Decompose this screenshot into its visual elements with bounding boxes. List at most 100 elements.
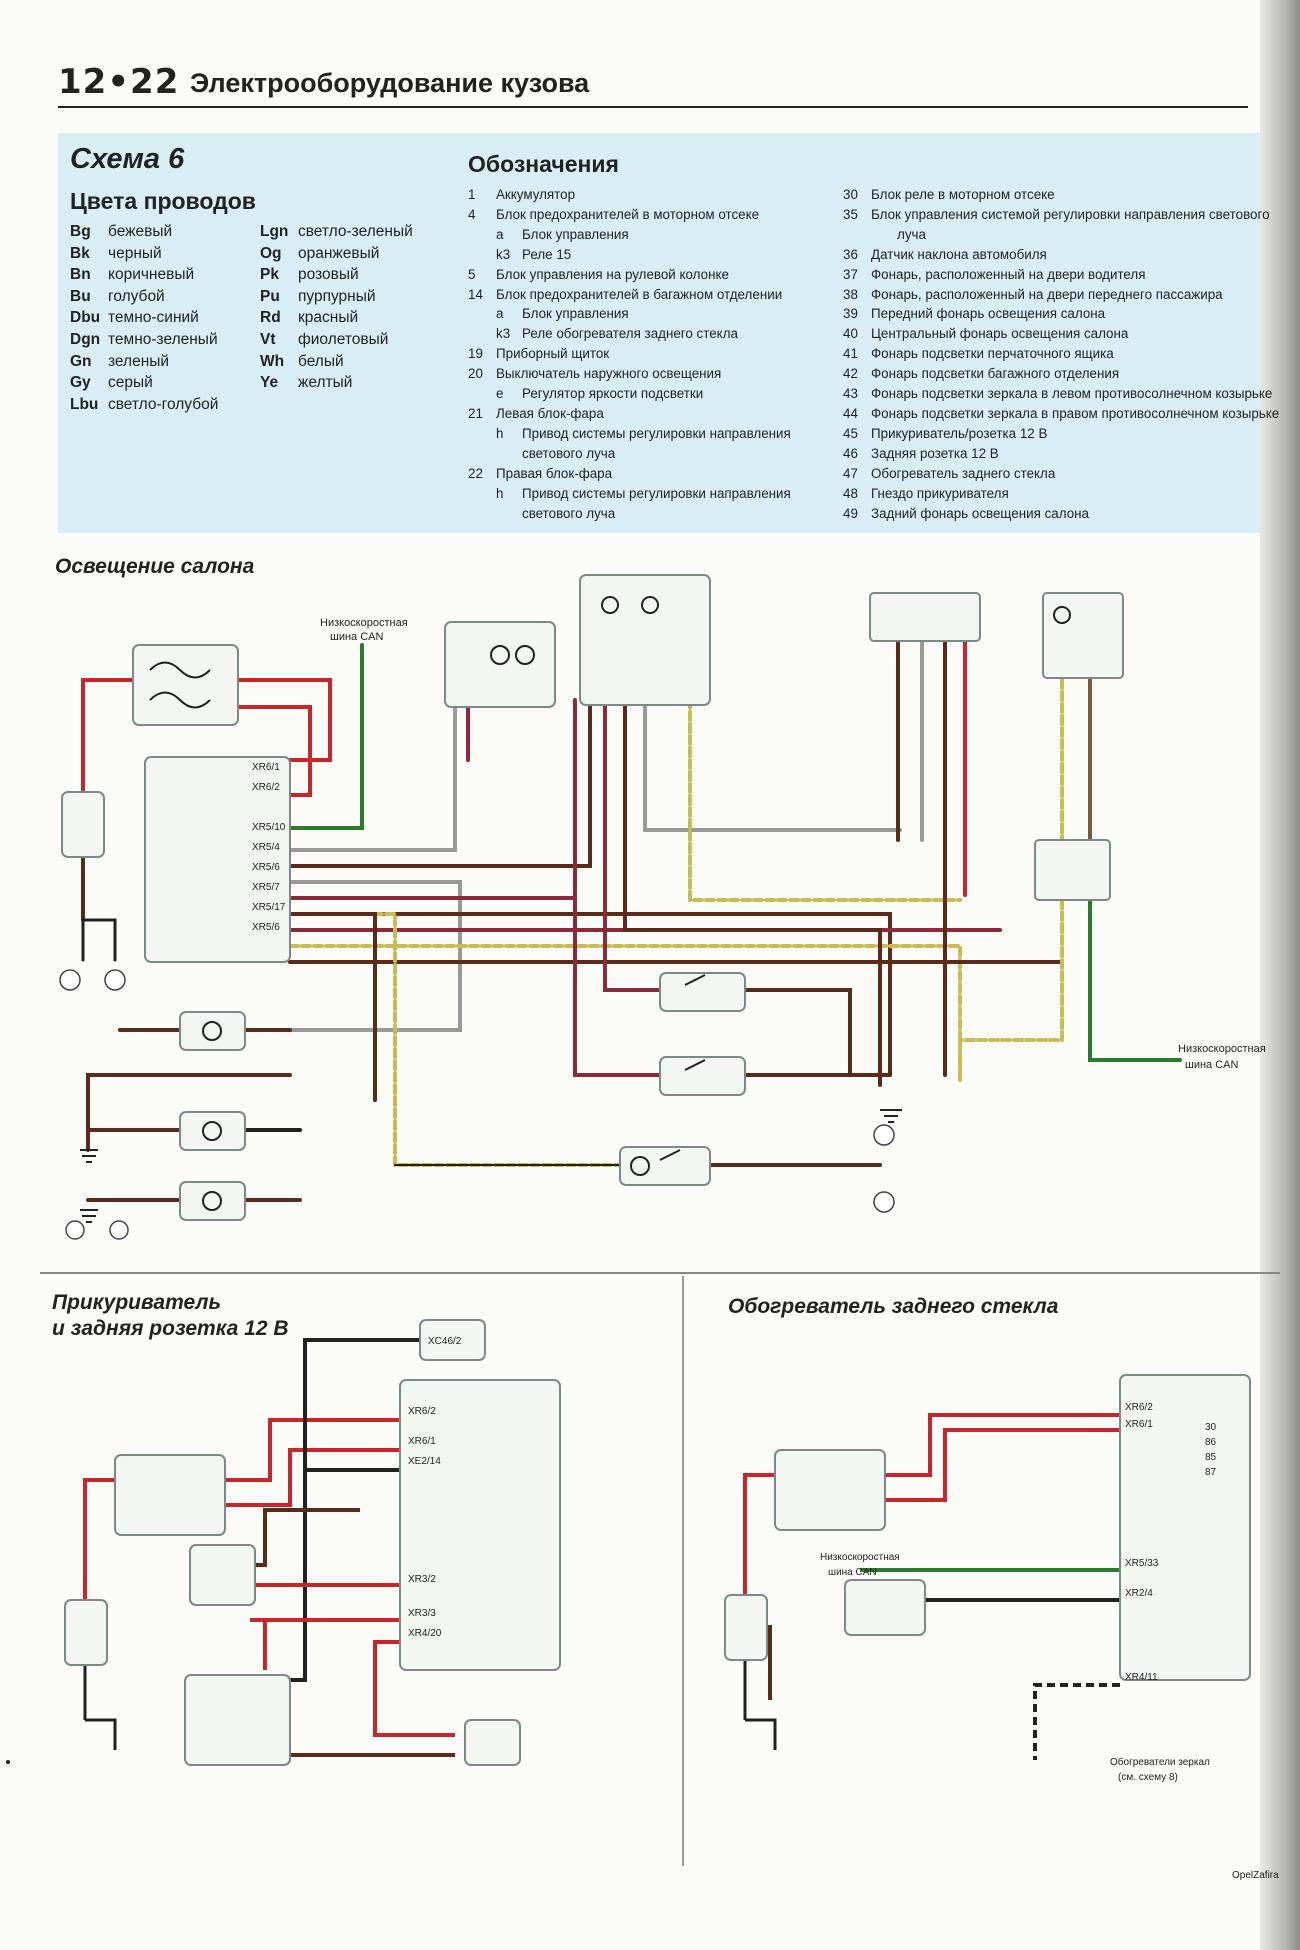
wire-color-name: темно-синий [108, 309, 199, 327]
legend-item-number: 20 [468, 366, 483, 382]
legend-item-text: Привод системы регулировки направления [522, 425, 791, 441]
section-divider-vertical [682, 1276, 684, 1866]
legend-item-text: светового луча [522, 445, 616, 461]
wire-color-code: Bu [70, 287, 91, 305]
legend-item: a Блок управления [468, 225, 791, 245]
legend-item: светового луча [468, 444, 791, 464]
connector-pin-label: XR5/4 [252, 842, 280, 853]
legend-item: e Регулятор яркости подсветки [468, 384, 791, 404]
legend-item-text: Фонарь подсветки зеркала в правом против… [871, 405, 1280, 421]
wire-color-code: Bk [70, 244, 90, 262]
legend-item-number: 42 [843, 366, 858, 382]
wire-color-name: темно-зеленый [108, 330, 218, 348]
legend-item-text: Фонарь, расположенный на двери водителя [871, 266, 1146, 282]
legend-item-text: Регулятор яркости подсветки [522, 386, 704, 402]
legend-item: светового луча [468, 504, 791, 524]
wire-color-name: розовый [298, 266, 359, 284]
legend-item-text: Фонарь, расположенный на двери переднего… [871, 286, 1223, 302]
wire-color-name: пурпурный [298, 287, 376, 305]
legend-item-text: Аккумулятор [496, 187, 576, 202]
connector-pin-label: XR3/2 [408, 1574, 436, 1585]
legend-item-text: Фонарь подсветки перчаточного ящика [871, 346, 1114, 362]
connector-pin-label: XR6/2 [408, 1406, 436, 1417]
connector-pin-label: XR6/2 [1125, 1402, 1153, 1413]
wire-color-code: Dgn [70, 330, 101, 348]
wire-color-name: серый [108, 374, 153, 392]
legend-title: Обозначения [468, 151, 619, 177]
wire-colors-title: Цвета проводов [70, 188, 256, 214]
legend-item-text: Блок управления системой регулировки нап… [871, 206, 1270, 222]
footer-label: OpelZafira [1232, 1870, 1279, 1881]
wire-color-code: Rd [260, 309, 281, 327]
mirror-heater-label-1: Обогреватели зеркал [1110, 1756, 1210, 1768]
wire-color-row: Dbu темно-синий [70, 307, 218, 329]
legend-item-number: k3 [496, 246, 511, 262]
wire-color-code: Bn [70, 266, 91, 284]
print-dot [6, 1760, 10, 1764]
relay-pin-label: 30 [1205, 1422, 1217, 1433]
legend-item-number: 45 [843, 425, 858, 441]
legend-item-text: Блок предохранителей в багажном отделени… [496, 286, 783, 302]
legend-item-number: 40 [843, 326, 858, 342]
legend-item-text: Блок предохранителей в моторном отсеке [496, 206, 760, 222]
can-label-1: Низкоскоростная [320, 617, 408, 629]
can-label-right-1: Низкоскоростная [1178, 1043, 1266, 1055]
legend-item-text: Блок управления [522, 306, 629, 322]
wire-color-code: Gy [70, 374, 91, 392]
mirror-heater-label-2: (см. схему 8) [1118, 1772, 1178, 1783]
connector-pin-label: XR4/11 [1125, 1672, 1158, 1683]
can-label-2: шина CAN [330, 631, 383, 643]
legend-item-number: a [496, 226, 504, 242]
can-label-heater-1: Низкоскоростная [820, 1552, 900, 1563]
legend-item-text: светового луча [522, 505, 616, 521]
wire-color-name: черный [108, 244, 162, 262]
connector-pin-label: XR5/10 [252, 822, 286, 833]
legend-item-text: Задняя розетка 12 В [871, 445, 999, 461]
wire-color-name: светло-зеленый [298, 223, 413, 240]
legend-item: 37 Фонарь, расположенный на двери водител… [843, 265, 1279, 285]
page-edge [1260, 0, 1300, 1950]
wire-color-row: Bk черный [70, 243, 218, 265]
connector-pin-label: XR5/7 [252, 882, 280, 893]
relay-pin-label: 87 [1205, 1467, 1217, 1478]
legend-item-text: Реле обогревателя заднего стекла [522, 326, 738, 342]
legend-item-text: Привод системы регулировки направления [522, 485, 791, 501]
connector-pin-label: XR5/17 [252, 902, 286, 913]
wire-color-code: Bg [70, 223, 91, 240]
legend-item-number: 43 [843, 386, 858, 402]
connector-pin-label: XR6/1 [1125, 1419, 1153, 1430]
legend-item-number: e [496, 386, 504, 402]
connector-pin-label: XR5/33 [1125, 1558, 1159, 1569]
wire-color-name: коричневый [108, 266, 195, 284]
legend-item-text: Блок управления на рулевой колонке [496, 266, 729, 282]
legend-item-text: Прикуриватель/розетка 12 В [871, 425, 1048, 441]
legend-item: луча [843, 225, 1279, 245]
legend-item-number: 37 [843, 266, 858, 282]
legend-item-text: Блок управления [522, 226, 629, 242]
connector-pin-label: XR2/4 [1125, 1588, 1153, 1599]
legend-item-text: Фонарь подсветки багажного отделения [871, 366, 1120, 382]
wire-color-code: Dbu [70, 309, 101, 327]
wire-color-code: Lbu [70, 395, 99, 413]
legend-item-number: 22 [468, 465, 483, 481]
